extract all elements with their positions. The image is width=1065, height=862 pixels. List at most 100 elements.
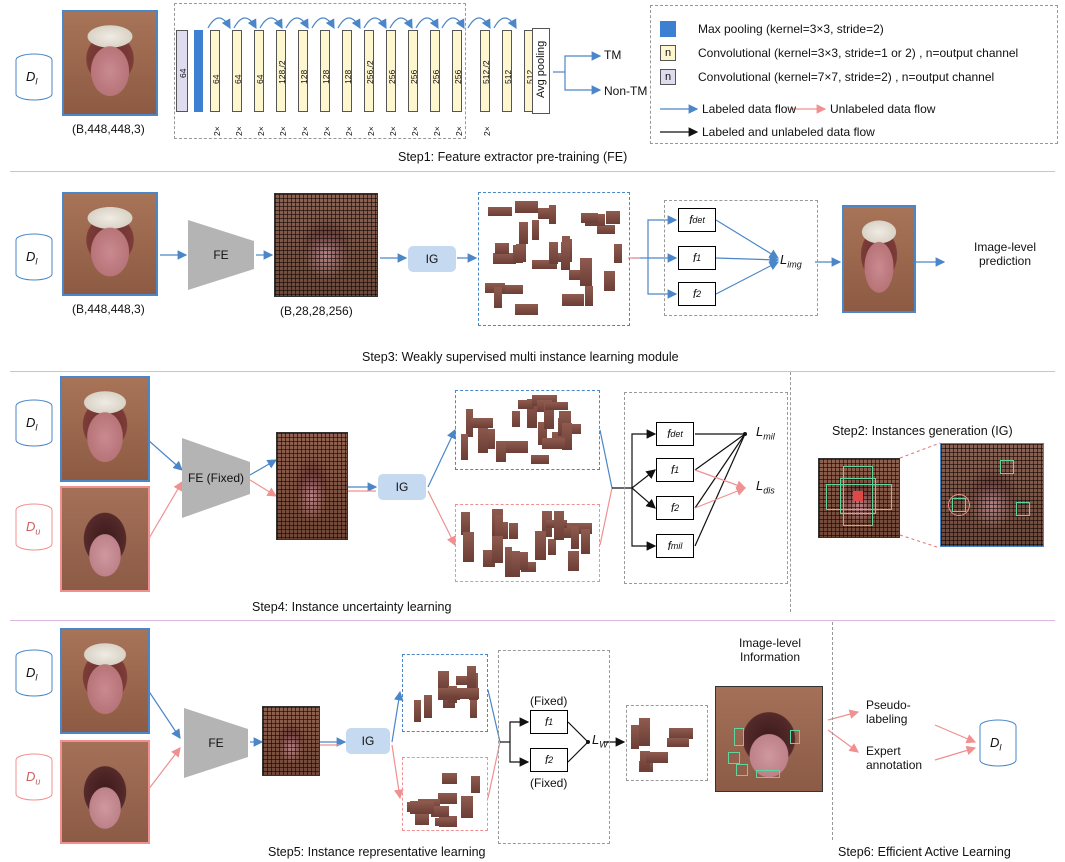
instance-patch [566, 523, 593, 535]
tm-output: TM [604, 48, 622, 62]
instance-patch [518, 221, 528, 244]
fixed-label-1: (Fixed) [530, 694, 568, 708]
conv-layer [254, 30, 264, 112]
conv-layer-label: 64 [211, 74, 221, 84]
l-mil-label: Lmil [756, 424, 775, 442]
instance-patch [532, 394, 558, 406]
conv-layer-label: 256 [409, 69, 419, 84]
conv-layer [276, 30, 286, 112]
instance-patch [485, 429, 495, 450]
instance-patch [580, 529, 591, 555]
instance-patch [494, 286, 503, 308]
instance-patch [537, 207, 556, 219]
pseudo-labeling-label: Pseudo-labeling [866, 698, 911, 726]
instance-patch [520, 562, 537, 572]
l-dis-text: L [756, 478, 764, 493]
instance-patch [537, 422, 547, 446]
du-sub: u [35, 776, 41, 787]
detected-region-4 [756, 770, 780, 778]
instance-patch [424, 694, 432, 719]
instance-patch [495, 514, 503, 544]
l-img-text: L [780, 252, 788, 267]
conv-layer [480, 30, 490, 112]
dl-label: D [26, 415, 36, 430]
conv-layer-label: 256 [453, 69, 463, 84]
repeat-marker: 2× [234, 126, 244, 136]
feature-shape-label: (B,28,28,256) [280, 304, 353, 318]
instance-patch [469, 698, 477, 718]
instance-patch [488, 207, 513, 217]
conv7-layer [176, 30, 188, 112]
instance-patch [531, 219, 539, 241]
separator-2 [10, 371, 1055, 372]
repeat-marker: 2× [300, 126, 310, 136]
labeled-patches-box [455, 390, 600, 470]
instance-patch [498, 521, 508, 539]
fixed-label-2: (Fixed) [530, 776, 568, 790]
separator-1 [10, 171, 1055, 172]
instance-patch [530, 454, 549, 465]
feature-map-image [274, 193, 378, 297]
step1-caption: Step1: Feature extractor pre-training (F… [398, 150, 628, 164]
non-tm-output: Non-TM [604, 84, 648, 98]
labeled-database-icon: Dl [14, 232, 54, 282]
instance-patch [518, 400, 534, 409]
f-mil-sub: mil [670, 541, 683, 551]
step6-divider [832, 622, 833, 840]
instance-patch [669, 728, 694, 740]
instance-patch [596, 225, 615, 234]
instance-patch [549, 241, 558, 264]
f2-label: f [544, 753, 549, 767]
repeat-marker: 2× [410, 126, 420, 136]
step6-caption: Step6: Efficient Active Learning [838, 845, 1011, 859]
conv-layer [502, 30, 512, 112]
instance-patch [571, 525, 579, 549]
instance-patch [561, 294, 585, 306]
du-sub: u [35, 526, 41, 537]
input-tongue-image [62, 10, 158, 116]
conv-layer-label: 256 [387, 69, 397, 84]
l-w-label: LW [592, 732, 608, 750]
conv-layer-label: 256 [431, 69, 441, 84]
instance-patch [535, 530, 547, 561]
ig-block: IG [346, 728, 390, 754]
instance-patch [461, 795, 474, 818]
unlabeled-tongue-image [60, 740, 150, 844]
instance-patch [581, 213, 599, 223]
instance-patch [437, 793, 457, 804]
instance-patch [471, 418, 494, 429]
instance-patch [435, 817, 454, 827]
instance-patch [505, 547, 513, 577]
instance-patch [568, 551, 579, 572]
image-level-prediction-label: Image-level prediction [973, 240, 1037, 268]
instance-patch [494, 242, 509, 254]
conv-layer-label: 512,/2 [481, 60, 491, 84]
repeat-marker: 2× [256, 126, 266, 136]
dl-sub: l [35, 422, 38, 433]
instance-patch [554, 510, 564, 541]
instance-patch [542, 438, 565, 449]
instance-patch [666, 738, 690, 747]
labeled-database-icon: Dl [14, 52, 54, 102]
f-mil-label: f [667, 539, 671, 553]
f-det-sub: det [692, 215, 705, 225]
l-dis-sub: dis [763, 485, 775, 496]
instance-mark-3 [1016, 502, 1030, 516]
instance-patches-box [478, 192, 630, 326]
instance-patch [431, 806, 450, 817]
feature-map-image [276, 432, 348, 540]
labeled-database-icon: Dl [14, 398, 54, 448]
ig-block: IG [378, 474, 426, 500]
detected-region-2 [728, 752, 740, 764]
l-mil-sub: mil [763, 431, 775, 442]
dl-sub: l [35, 256, 38, 267]
conv-layer-label: 128 [321, 69, 331, 84]
